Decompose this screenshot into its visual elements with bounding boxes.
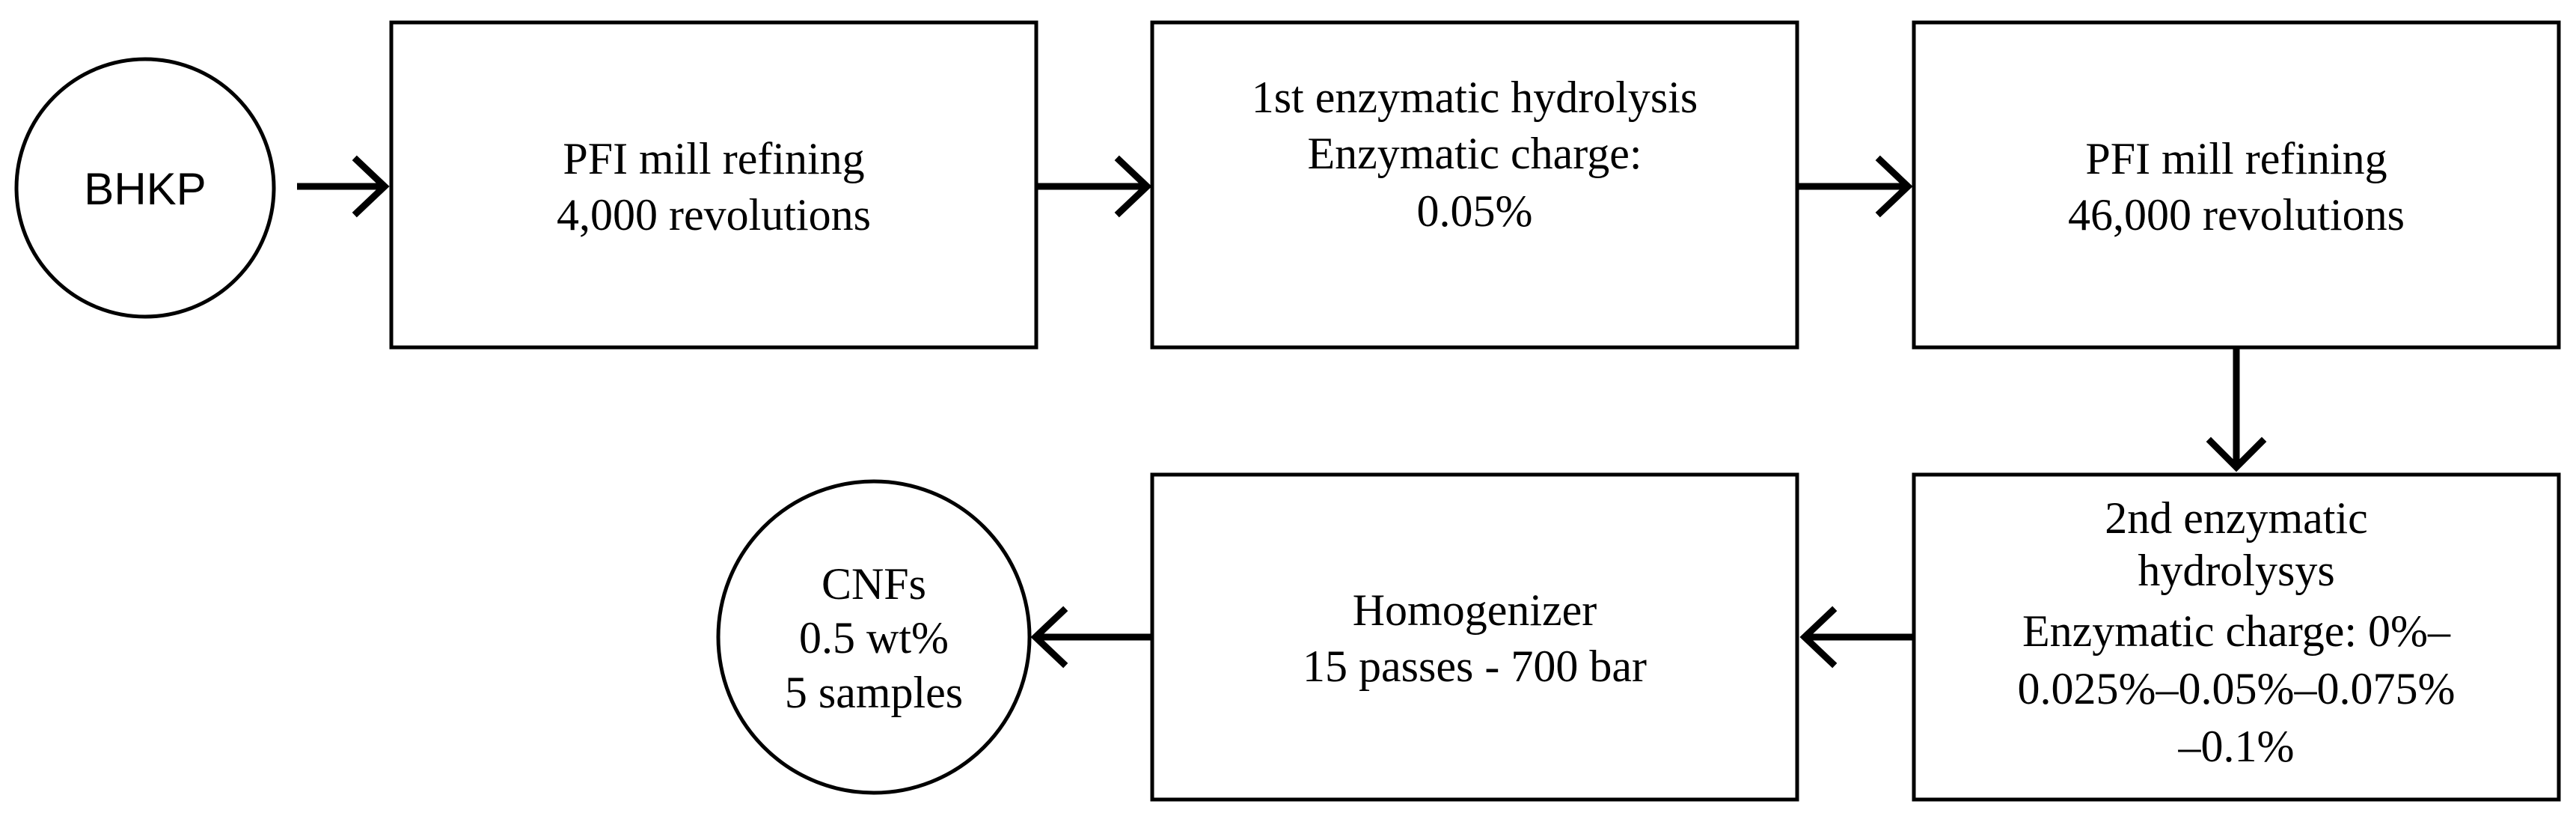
start-circle xyxy=(14,57,276,319)
arrow-step2-to-step3 xyxy=(1798,155,1913,218)
end-circle xyxy=(716,479,1032,795)
step5-line2: 15 passes - 700 bar xyxy=(1303,642,1647,691)
start-node-bhkp: BHKP xyxy=(14,57,276,319)
step-2nd-enzymatic-hydrolysis: 2nd enzymatic hydrolysys Enzymatic charg… xyxy=(1912,472,2561,802)
step-homogenizer: Homogenizer 15 passes - 700 bar xyxy=(1150,472,1799,802)
step3-line1: PFI mill refining xyxy=(2085,134,2387,183)
arrow-step4-to-step5 xyxy=(1799,606,1913,669)
step1-line2: 4,000 revolutions xyxy=(557,190,871,240)
arrow-start-to-step1 xyxy=(297,155,390,218)
step5-line1: Homogenizer xyxy=(1353,585,1597,635)
start-label: BHKP xyxy=(84,164,206,214)
step3-line2: 46,000 revolutions xyxy=(2068,190,2405,240)
step4-line2: hydrolysys xyxy=(2138,546,2334,595)
step1-line1: PFI mill refining xyxy=(563,134,864,183)
end-node-cnfs: CNFs 0.5 wt% 5 samples xyxy=(716,479,1032,795)
step5-box xyxy=(1150,472,1799,802)
step3-box xyxy=(1912,20,2561,350)
step-pfi-refining-46000: PFI mill refining 46,000 revolutions xyxy=(1912,20,2561,350)
step1-box xyxy=(389,20,1038,350)
step-pfi-refining-4000: PFI mill refining 4,000 revolutions xyxy=(389,20,1038,350)
step2-line3: 0.05% xyxy=(1417,186,1533,236)
arrow-step5-to-end xyxy=(1030,606,1151,669)
step4-line3: Enzymatic charge: 0%– xyxy=(2022,606,2451,656)
step2-box xyxy=(1150,20,1799,350)
step4-line4: 0.025%–0.05%–0.075% xyxy=(2018,664,2456,713)
end-line1: CNFs xyxy=(822,559,926,609)
end-line2: 0.5 wt% xyxy=(799,613,949,663)
arrow-step1-to-step2 xyxy=(1037,155,1152,218)
step2-line2: Enzymatic charge: xyxy=(1307,129,1642,178)
step4-line5: –0.1% xyxy=(2178,722,2295,771)
step4-line1: 2nd enzymatic xyxy=(2105,493,2368,543)
step4-box xyxy=(1912,472,2561,802)
end-line3: 5 samples xyxy=(785,668,963,717)
arrow-step3-to-step4 xyxy=(2206,349,2267,472)
step-1st-enzymatic-hydrolysis: 1st enzymatic hydrolysis Enzymatic charg… xyxy=(1150,20,1799,350)
step2-line1: 1st enzymatic hydrolysis xyxy=(1252,73,1698,122)
